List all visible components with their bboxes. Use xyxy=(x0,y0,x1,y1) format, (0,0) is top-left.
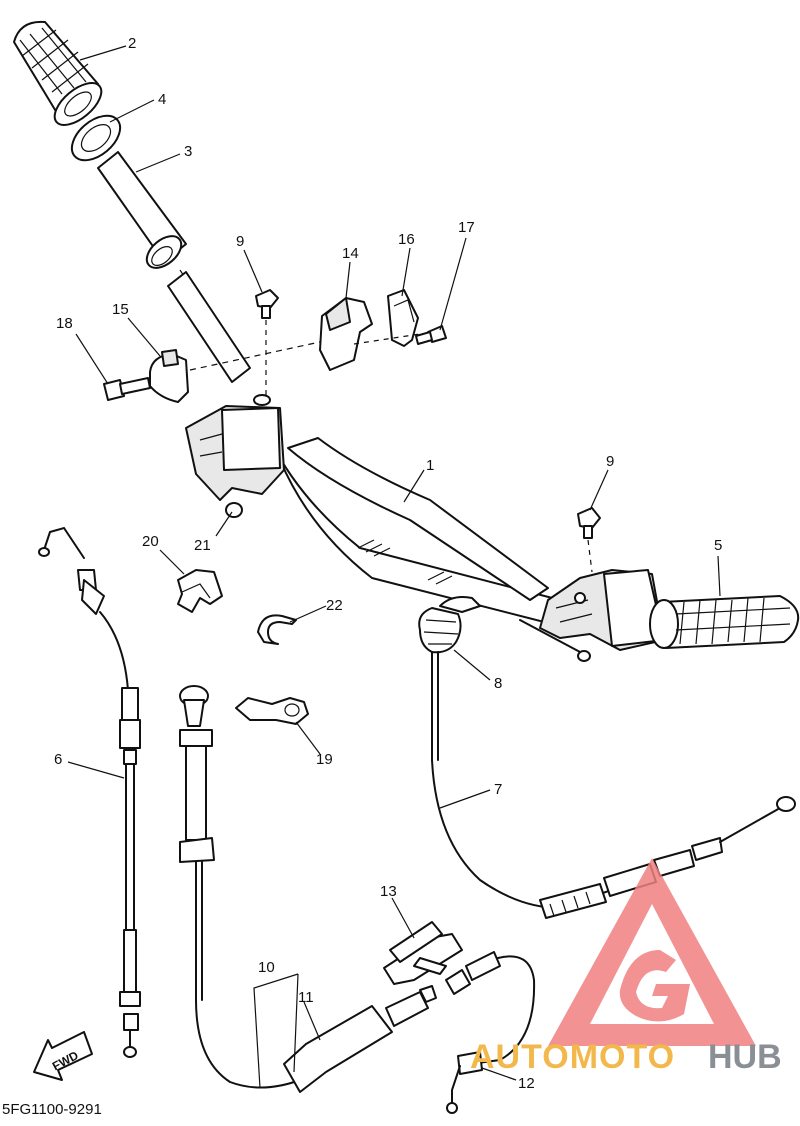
callout-15: 15 xyxy=(112,301,129,318)
callout-21: 21 xyxy=(194,537,211,554)
throttle-housing xyxy=(185,394,285,501)
part-18-screw xyxy=(103,377,151,401)
part-8-boot xyxy=(418,596,481,654)
callout-17: 17 xyxy=(458,219,475,236)
callout-3: 3 xyxy=(184,143,192,160)
axis-line-3 xyxy=(353,333,421,345)
part-6-cable xyxy=(38,526,141,1058)
callout-4: 4 xyxy=(158,91,166,108)
callout-22: 22 xyxy=(326,597,343,614)
fwd-arrow: FWD xyxy=(33,1031,93,1081)
part-10-11-choke xyxy=(179,685,437,1093)
callout-20: 20 xyxy=(142,533,159,550)
part-17-screw xyxy=(415,325,447,345)
callout-11: 11 xyxy=(298,989,314,1006)
part-13 xyxy=(383,921,463,985)
part-22-circlip xyxy=(257,614,297,645)
part-19-bracket xyxy=(235,697,309,725)
callout-9-right: 9 xyxy=(606,453,614,470)
callout-18: 18 xyxy=(56,315,73,332)
axis-line-2 xyxy=(189,341,321,371)
callout-12: 12 xyxy=(518,1075,535,1092)
callout-1: 1 xyxy=(426,457,434,474)
callout-labels: 2 4 3 9 14 16 17 18 15 1 9 5 20 21 22 8 … xyxy=(54,35,722,1092)
part-3-throttle-tube xyxy=(97,151,187,269)
watermark-text: AUTOMOTO HUB xyxy=(470,1038,782,1076)
part-21-nut xyxy=(225,502,243,518)
callout-13: 13 xyxy=(380,883,397,900)
callout-16: 16 xyxy=(398,231,415,248)
part-code: 5FG1100-9291 xyxy=(2,1101,102,1118)
watermark-word-1: AUTOMOTO xyxy=(470,1038,675,1076)
callout-14: 14 xyxy=(342,245,359,262)
part-14-clamp xyxy=(319,297,373,371)
part-9-bolt-left xyxy=(255,289,279,400)
callout-8: 8 xyxy=(494,675,502,692)
part-7-cable xyxy=(431,651,796,919)
callout-2: 2 xyxy=(128,35,136,52)
callout-5: 5 xyxy=(714,537,722,554)
callout-10: 10 xyxy=(258,959,275,976)
part-15-clamp xyxy=(149,349,189,403)
part-2-grip xyxy=(13,20,103,126)
callout-19: 19 xyxy=(316,751,333,768)
watermark-logo xyxy=(548,858,756,1046)
part-12-cable xyxy=(445,951,536,1114)
part-9-bolt-right xyxy=(577,507,601,573)
part-16-cable-guide xyxy=(387,289,419,347)
leader-lines xyxy=(67,45,721,1089)
watermark-word-2: HUB xyxy=(708,1038,782,1076)
watermark-triangle xyxy=(548,858,756,1046)
callout-7: 7 xyxy=(494,781,502,798)
part-20-clip xyxy=(177,569,223,613)
lever-holder xyxy=(519,569,665,662)
callout-9: 9 xyxy=(236,233,244,250)
part-5-grip xyxy=(649,595,800,649)
part-4-collar xyxy=(70,114,122,162)
callout-6: 6 xyxy=(54,751,62,768)
